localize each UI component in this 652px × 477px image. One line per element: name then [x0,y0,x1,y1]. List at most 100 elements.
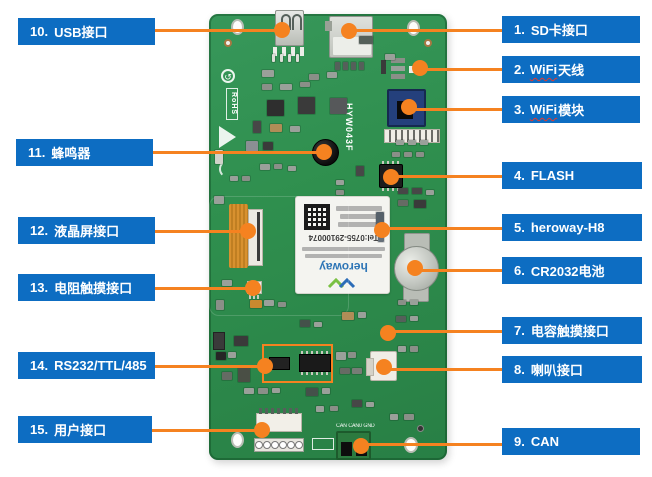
smd-component [404,414,414,420]
smd-component [216,352,226,360]
marker-dot-wifi-module [401,99,417,115]
marker-dot-buzzer [316,144,332,160]
test-point [224,39,232,47]
smd-component [336,352,346,360]
callout-wavy-text: WiFi [529,102,558,117]
silkscreen-triangle [219,126,236,148]
mounting-hole [231,19,244,35]
smd-component [392,152,400,157]
smd-component [335,62,340,70]
smd-component [213,332,225,350]
smd-component [278,302,286,307]
marker-dot-heroway-h8 [374,222,390,238]
callout-label: SD卡接口 [530,23,588,38]
brand-wave-icon [327,277,356,289]
smd-component [412,188,422,194]
smd-component [385,54,395,60]
callout-label: 电阻触摸接口 [54,281,133,296]
callout-label: CR2032电池 [530,264,605,279]
smd-component [348,352,356,358]
test-point [417,425,424,432]
smd-component [359,62,364,70]
smd-component [270,124,282,132]
smd-component [222,372,232,380]
smd-component [390,414,398,420]
callout-number: 6. [514,263,525,278]
smd-component [230,176,238,181]
leader-line-flash [391,175,502,178]
marker-dot-cr2032 [407,260,423,276]
callout-number: 13. [30,280,49,295]
user-interface-terminal [254,438,304,452]
smd-component [263,142,273,150]
smd-component [342,312,354,320]
qr-code [304,204,330,230]
smd-component [410,346,418,352]
wifi-antenna-area [391,74,405,79]
callout-label: 模块 [558,103,585,118]
smd-component [330,406,338,411]
ic-chip [299,351,331,375]
marker-dot-resistive-touch [245,280,261,296]
marker-dot-usb [274,22,290,38]
wifi-antenna-area [391,58,405,63]
smd-component [398,188,408,194]
smd-component [288,54,291,62]
smd-component [242,176,250,181]
smd-component [398,346,406,352]
smd-component [396,140,404,145]
smd-component [262,84,272,90]
callout-label: 电容触摸接口 [530,324,609,339]
callout-number: 15. [30,422,49,437]
smd-component [314,322,322,327]
smd-component [352,368,362,374]
callout-sd: 1. SD卡接口 [502,16,640,43]
smd-component [336,180,344,185]
smd-component [300,82,310,87]
callout-number: 4. [514,168,525,183]
smd-component [410,316,418,321]
smd-component [343,62,348,70]
callout-heroway-h8: 5.heroway-H8 [502,214,642,241]
smd-component [216,300,224,310]
smd-component [398,300,406,305]
smd-component [258,388,268,394]
leader-line-heroway-h8 [382,227,502,230]
smd-component [290,126,300,132]
smd-component [222,280,232,286]
callout-can: 9.CAN [502,428,640,455]
leader-line-usb [155,29,283,32]
leader-line-resistive-touch [155,287,254,290]
smd-component [246,141,258,153]
rohs-mark: RoHS [226,88,238,120]
callout-speaker: 8.喇叭接口 [502,356,642,383]
callout-number: 1. [514,22,525,37]
smd-component [327,72,337,78]
smd-component [366,402,374,407]
callout-label: USB接口 [54,25,108,40]
recycle-logo-icon: ↺ [221,69,235,83]
callout-user-port: 15. 用户接口 [18,416,152,443]
smd-component [250,300,262,308]
smd-component [398,200,408,206]
board-model-text: HYW043F [344,103,354,152]
marker-dot-sd [341,23,357,39]
smd-component [253,121,261,133]
smd-component [356,166,364,176]
leader-line-wifi-module [409,108,502,111]
callout-label: CAN [530,434,560,449]
can-silkscreen-text: CAN CAN0 GND [336,423,375,429]
marker-dot-rs232 [257,358,273,374]
smd-component [351,62,356,70]
callout-label: 天线 [558,63,585,78]
smd-component [296,54,299,62]
callout-label: 用户接口 [54,423,107,438]
mounting-hole [231,432,244,448]
resistive-touch-pins [249,295,261,299]
smd-component [260,164,270,170]
leader-line-buzzer [153,151,325,154]
smd-component [396,316,406,322]
callout-cap-touch: 7.电容触摸接口 [502,317,642,344]
